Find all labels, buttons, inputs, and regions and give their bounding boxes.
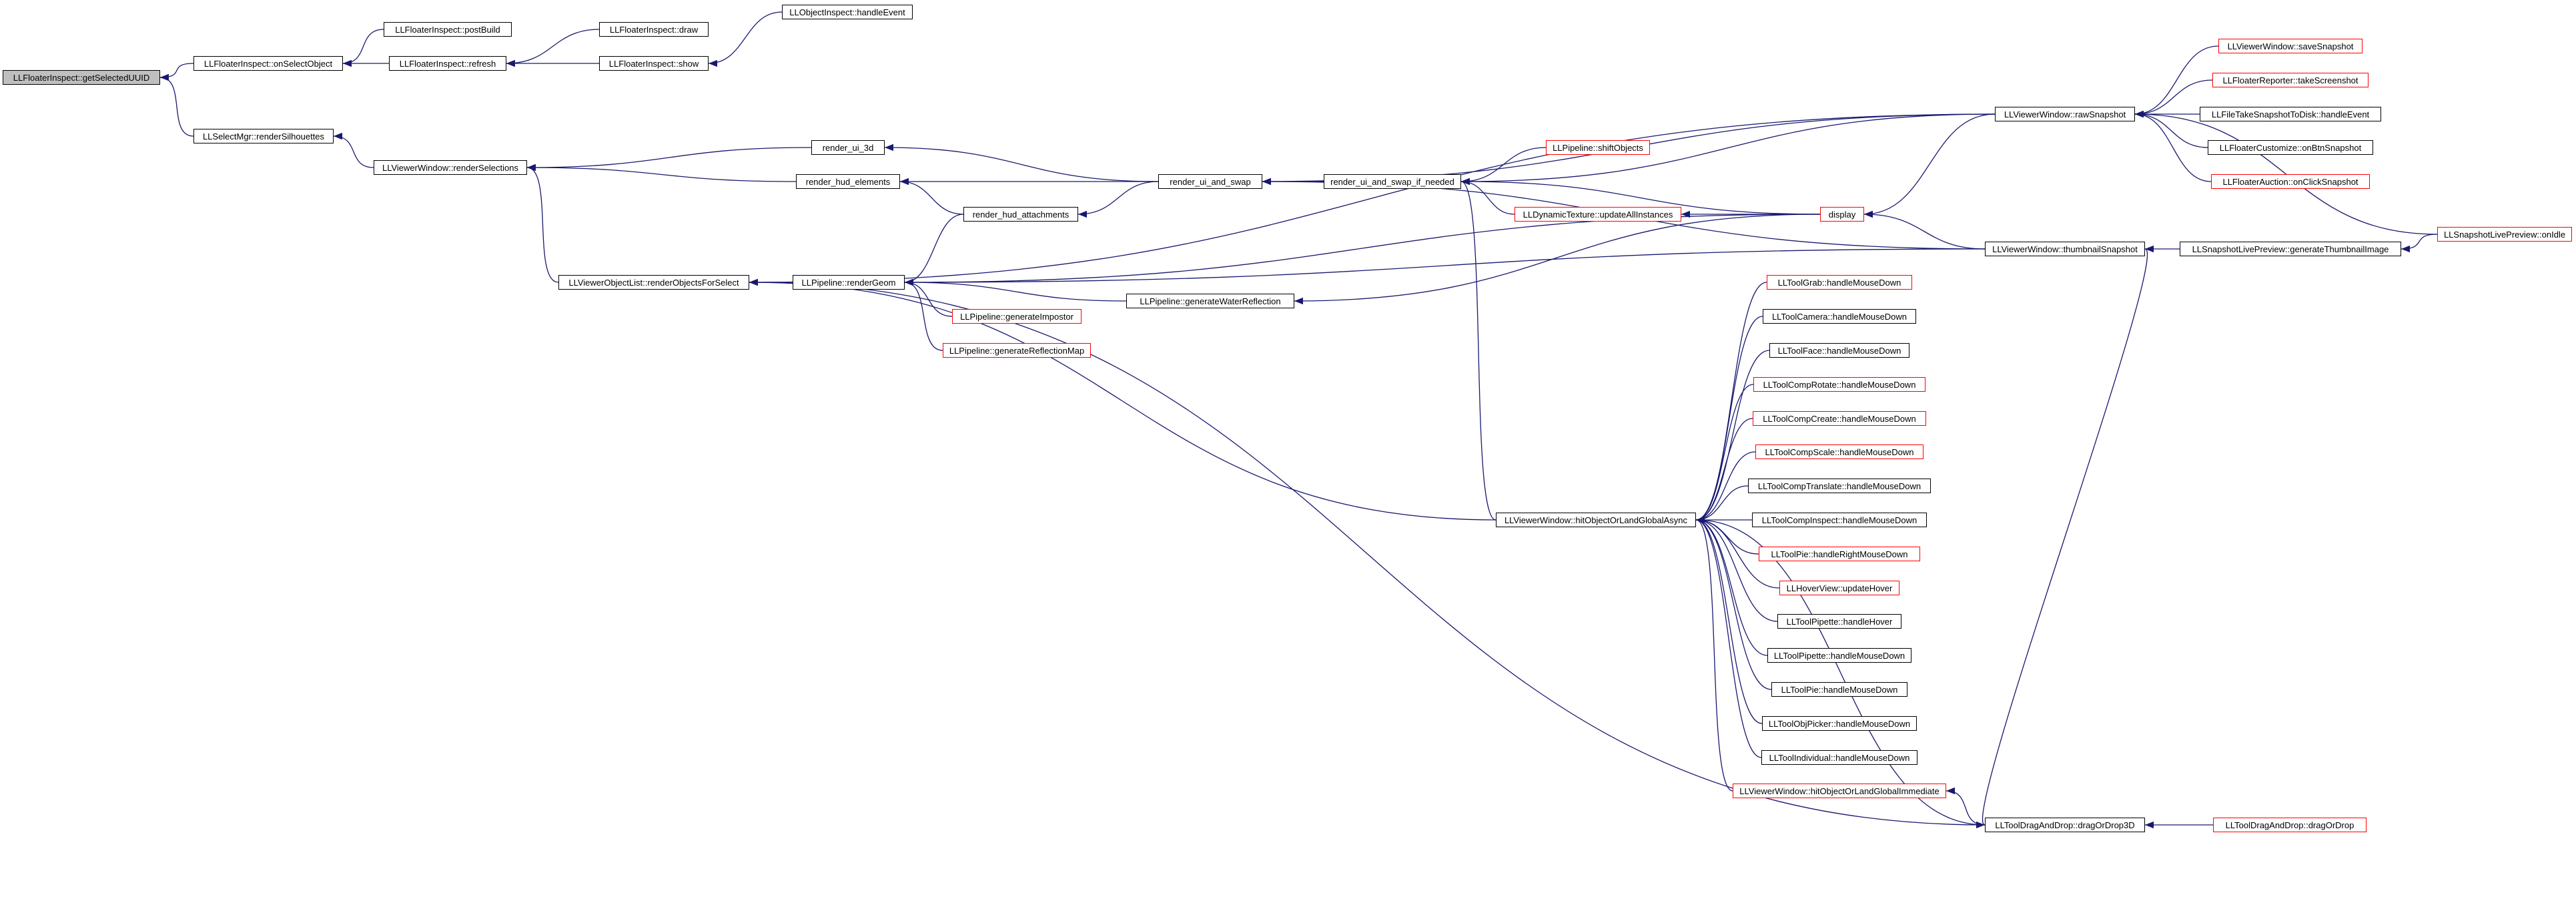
node-llpipeline-generatereflectionmap[interactable]: LLPipeline::generateReflectionMap: [943, 343, 1091, 358]
node-llpipeline-rendergeom[interactable]: LLPipeline::renderGeom: [793, 275, 905, 290]
edge-n6-to-n5: [506, 29, 600, 67]
node-llsnapshotlivepreview-onidle[interactable]: LLSnapshotLivePreview::onIdle: [2437, 227, 2572, 242]
edge-n43-to-n32: [1695, 516, 1778, 622]
node-llsnapshotlivepreview-generatethumbnailimage[interactable]: LLSnapshotLivePreview::generateThumbnail…: [2180, 242, 2401, 256]
node-llpipeline-generateimpostor[interactable]: LLPipeline::generateImpostor: [952, 309, 1082, 324]
node-llfloaterinspect-refresh[interactable]: LLFloaterInspect::refresh: [389, 56, 506, 71]
edge-n49-to-n48: [1946, 787, 1986, 826]
node-llfloaterauction-onclicksnapshot[interactable]: LLFloaterAuction::onClickSnapshot: [2211, 174, 2370, 189]
edge-n44-to-n32: [1695, 516, 1768, 656]
edge-n19-to-n18: [2134, 45, 2219, 118]
edge-n30-to-n26: [904, 248, 1986, 286]
edge-n13-to-n10: [884, 143, 1159, 182]
edge-n30-to-n17: [1863, 210, 1986, 250]
node-llobjectinspect-handleevent[interactable]: LLObjectInspect::handleEvent: [782, 5, 913, 19]
edge-n47-to-n32: [1695, 516, 1762, 758]
edge-n2-to-n1: [159, 63, 194, 81]
node-lltoolcompscale-handlemousedown[interactable]: LLToolCompScale::handleMouseDown: [1755, 444, 1923, 459]
node-lltoolcompcreate-handlemousedown[interactable]: LLToolCompCreate::handleMouseDown: [1753, 411, 1926, 426]
edge-n30-to-n49: [1976, 248, 2148, 828]
node-llhoverview-updatehover[interactable]: LLHoverView::updateHover: [1779, 581, 1899, 595]
edge-n18-to-n25: [749, 113, 1996, 286]
node-render-hud-attachments[interactable]: render_hud_attachments: [963, 207, 1078, 222]
node-lltoolpie-handlemousedown[interactable]: LLToolPie::handleMouseDown: [1771, 682, 1907, 697]
node-llselectmgr-rendersilhouettes[interactable]: LLSelectMgr::renderSilhouettes: [193, 129, 334, 143]
node-lltoolcomptranslate-handlemousedown[interactable]: LLToolCompTranslate::handleMouseDown: [1748, 479, 1931, 493]
edge-n32-to-n14: [1460, 178, 1496, 521]
edge-n25-to-n9: [526, 164, 559, 283]
node-lltoolobjpicker-handlemousedown[interactable]: LLToolObjPicker::handleMouseDown: [1762, 716, 1917, 731]
edge-n12-to-n11: [899, 178, 964, 215]
node-llviewerwindow-hitobjectorlandglobalimmediate[interactable]: LLViewerWindow::hitObjectOrLandGlobalImm…: [1733, 784, 1946, 798]
edge-n17-to-n27: [1294, 214, 1821, 305]
node-lltoolface-handlemousedown[interactable]: LLToolFace::handleMouseDown: [1769, 343, 1909, 358]
node-llpipeline-generatewaterreflection[interactable]: LLPipeline::generateWaterReflection: [1126, 294, 1294, 308]
node-lltoolcomprotate-handlemousedown[interactable]: LLToolCompRotate::handleMouseDown: [1753, 377, 1925, 392]
node-render-ui-3d[interactable]: render_ui_3d: [811, 140, 885, 155]
edge-n27-to-n26: [904, 278, 1127, 302]
node-lltoolpipette-handlehover[interactable]: LLToolPipette::handleHover: [1777, 614, 1901, 629]
edge-n8-to-n7: [708, 11, 783, 67]
node-llfloatercustomize-onbtnsnapshot[interactable]: LLFloaterCustomize::onBtnSnapshot: [2208, 140, 2373, 155]
edge-n4-to-n2: [342, 29, 384, 67]
edge-n28-to-n26: [904, 278, 953, 317]
edge-n48-to-n32: [1695, 516, 1733, 792]
node-lltoolindividual-handlemousedown[interactable]: LLToolIndividual::handleMouseDown: [1761, 750, 1917, 765]
edge-n42-to-n32: [1695, 516, 1780, 589]
edge-n24-to-n31: [2401, 234, 2438, 253]
node-llviewerwindow-hitobjectorlandglobalasync[interactable]: LLViewerWindow::hitObjectOrLandGlobalAsy…: [1496, 513, 1696, 527]
edge-n17-to-n14: [1460, 178, 1821, 215]
edge-n12-to-n26: [904, 214, 964, 286]
node-llfloaterinspect-draw[interactable]: LLFloaterInspect::draw: [599, 22, 709, 37]
node-llfloaterinspect-onselectobject[interactable]: LLFloaterInspect::onSelectObject: [193, 56, 343, 71]
node-llviewerwindow-renderselections[interactable]: LLViewerWindow::renderSelections: [374, 160, 527, 175]
edge-n10-to-n9: [526, 147, 812, 172]
node-llfiletakesnapshottodisk-handleevent[interactable]: LLFileTakeSnapshotToDisk::handleEvent: [2200, 107, 2381, 121]
node-display[interactable]: display: [1820, 207, 1864, 222]
node-llpipeline-shiftobjects[interactable]: LLPipeline::shiftObjects: [1546, 140, 1650, 155]
node-llviewerwindow-rawsnapshot[interactable]: LLViewerWindow::rawSnapshot: [1995, 107, 2135, 121]
edge-n37-to-n32: [1695, 418, 1753, 524]
edge-n38-to-n32: [1695, 451, 1756, 524]
edge-n20-to-n18: [2134, 79, 2213, 118]
node-lltoolpie-handlerightmousedown[interactable]: LLToolPie::handleRightMouseDown: [1759, 547, 1920, 561]
edge-n39-to-n32: [1695, 485, 1749, 524]
node-lltooldraganddrop-dragordrop[interactable]: LLToolDragAndDrop::dragOrDrop: [2213, 818, 2367, 832]
node-lltooldraganddrop-dragordrop3d[interactable]: LLToolDragAndDrop::dragOrDrop3D: [1985, 818, 2145, 832]
edge-n32-to-n25: [749, 278, 1496, 521]
edge-n22-to-n18: [2134, 110, 2208, 148]
edge-n18-to-n17: [1863, 113, 1996, 218]
edge-n45-to-n32: [1695, 516, 1772, 690]
node-llfloaterinspect-getselecteduuid[interactable]: LLFloaterInspect::getSelectedUUID: [3, 70, 160, 85]
edge-n46-to-n32: [1695, 516, 1763, 724]
node-render-hud-elements[interactable]: render_hud_elements: [796, 174, 900, 189]
node-llfloaterreporter-takescreenshot[interactable]: LLFloaterReporter::takeScreenshot: [2212, 73, 2369, 87]
node-render-ui-and-swap-if-needed[interactable]: render_ui_and_swap_if_needed: [1324, 174, 1461, 189]
edge-n3-to-n1: [159, 73, 194, 137]
node-render-ui-and-swap[interactable]: render_ui_and_swap: [1158, 174, 1262, 189]
node-llfloaterinspect-postbuild[interactable]: LLFloaterInspect::postBuild: [384, 22, 512, 37]
node-lldynamictexture-updateallinstances[interactable]: LLDynamicTexture::updateAllInstances: [1515, 207, 1681, 222]
node-llviewerwindow-thumbnailsnapshot[interactable]: LLViewerWindow::thumbnailSnapshot: [1985, 242, 2145, 256]
node-lltoolpipette-handlemousedown[interactable]: LLToolPipette::handleMouseDown: [1767, 648, 1911, 663]
edge-n18-to-n14: [1460, 113, 1996, 186]
node-llviewerobjectlist-renderobjectsforselect[interactable]: LLViewerObjectList::renderObjectsForSele…: [558, 275, 749, 290]
node-llviewerwindow-savesnapshot[interactable]: LLViewerWindow::saveSnapshot: [2218, 39, 2363, 53]
edge-n49-to-n32: [1695, 516, 1986, 826]
edge-n11-to-n9: [526, 164, 797, 182]
node-lltoolcamera-handlemousedown[interactable]: LLToolCamera::handleMouseDown: [1763, 309, 1916, 324]
edge-n36-to-n32: [1695, 384, 1754, 524]
edge-n35-to-n32: [1695, 350, 1770, 524]
edge-n13-to-n12: [1078, 181, 1159, 218]
edge-n23-to-n18: [2134, 110, 2212, 182]
node-lltoolcompinspect-handlemousedown[interactable]: LLToolCompInspect::handleMouseDown: [1752, 513, 1927, 527]
node-lltoolgrab-handlemousedown[interactable]: LLToolGrab::handleMouseDown: [1767, 275, 1912, 290]
edge-n9-to-n3: [333, 132, 374, 168]
node-llfloaterinspect-show[interactable]: LLFloaterInspect::show: [599, 56, 709, 71]
